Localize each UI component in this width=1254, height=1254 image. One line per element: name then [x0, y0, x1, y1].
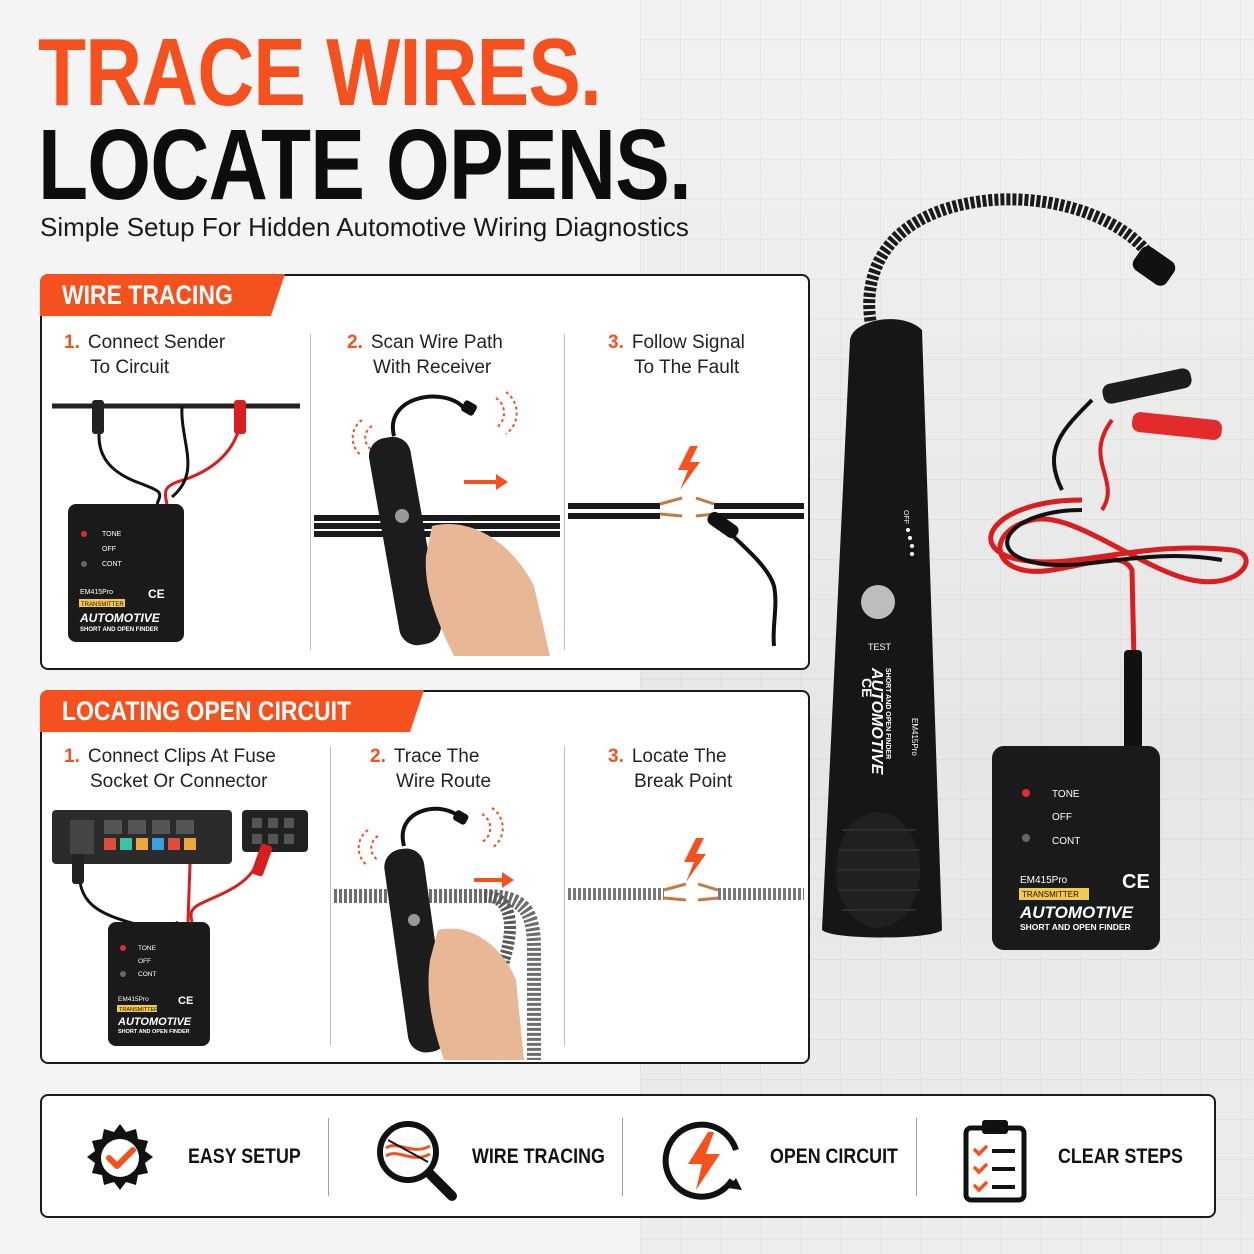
- svg-text:SHORT AND OPEN FINDER: SHORT AND OPEN FINDER: [1020, 922, 1131, 932]
- svg-text:OFF: OFF: [102, 546, 116, 553]
- svg-text:SHORT AND OPEN FINDER: SHORT AND OPEN FINDER: [118, 1029, 190, 1035]
- svg-text:TONE: TONE: [1052, 789, 1080, 800]
- svg-text:TRANSMITTER: TRANSMITTER: [81, 602, 124, 608]
- wire-tracing-tag: WIRE TRACING: [40, 274, 285, 316]
- svg-text:TRANSMITTER: TRANSMITTER: [1022, 890, 1079, 899]
- svg-text:OFF: OFF: [138, 958, 151, 965]
- svg-text:TRANSMITTER: TRANSMITTER: [119, 1007, 158, 1013]
- product-receiver-and-transmitter: TEST OFF CE AUTOMOTIVE SHORT AND OPEN FI…: [822, 193, 1249, 950]
- svg-text:CE: CE: [1122, 871, 1150, 893]
- magnifier-wire-icon: [377, 1121, 457, 1201]
- svg-text:CE: CE: [859, 678, 875, 697]
- svg-text:EM415Pro: EM415Pro: [1020, 875, 1068, 886]
- svg-text:CONT: CONT: [138, 971, 156, 978]
- svg-text:CE: CE: [148, 587, 165, 601]
- svg-text:EM415Pro: EM415Pro: [910, 718, 919, 756]
- open-circuit-step-2: 2.Trace The Wire Route: [370, 746, 492, 792]
- wire-tracing-step-3: 3.Follow Signal To The Fault: [608, 332, 745, 378]
- lightning-circle-icon: [662, 1121, 742, 1200]
- svg-text:TONE: TONE: [102, 531, 122, 538]
- svg-text:OFF: OFF: [902, 510, 909, 524]
- svg-text:EM415Pro: EM415Pro: [118, 996, 149, 1003]
- feature-bar: EASY SETUP WIRE TRACING OPEN CIRCUIT CLE…: [40, 1094, 1216, 1218]
- svg-text:SHORT AND OPEN FINDER: SHORT AND OPEN FINDER: [884, 668, 891, 759]
- svg-text:CONT: CONT: [102, 561, 123, 568]
- svg-text:CE: CE: [178, 995, 193, 1007]
- svg-text:EM415Pro: EM415Pro: [80, 589, 113, 596]
- sender-connected-illustration: TONE OFF CONT EM415Pro TRANSMITTER CE AU…: [52, 400, 300, 642]
- open-circuit-step-1: 1.Connect Clips At Fuse Socket Or Connec…: [64, 746, 276, 792]
- feature-clear-steps: CLEAR STEPS: [960, 1096, 1200, 1216]
- receiver-scanning-illustration: [314, 391, 560, 656]
- open-circuit-tag: LOCATING OPEN CIRCUIT: [40, 690, 424, 732]
- trace-wire-route-illustration: [334, 806, 541, 1060]
- svg-text:AUTOMOTIVE: AUTOMOTIVE: [117, 1016, 192, 1028]
- svg-text:AUTOMOTIVE: AUTOMOTIVE: [868, 667, 885, 776]
- svg-text:TEST: TEST: [868, 642, 892, 652]
- svg-text:OFF: OFF: [1052, 812, 1072, 823]
- subtitle: Simple Setup For Hidden Automotive Wirin…: [40, 212, 689, 242]
- svg-text:AUTOMOTIVE: AUTOMOTIVE: [79, 611, 161, 625]
- break-point-illustration: [568, 838, 804, 902]
- headline-line-1: TRACE WIRES.: [38, 19, 602, 126]
- svg-text:TONE: TONE: [138, 945, 157, 952]
- fault-signal-illustration: [568, 446, 804, 647]
- wire-tracing-panel: WIRE TRACING 1.Connect Sender To Circuit…: [40, 274, 810, 670]
- fuse-box-clip-illustration: TONE OFF CONT EM415Pro TRANSMITTER CE AU…: [52, 810, 308, 1046]
- clipboard-checklist-icon: [963, 1120, 1027, 1203]
- headline-line-2: LOCATE OPENS.: [38, 109, 692, 221]
- svg-text:SHORT AND OPEN FINDER: SHORT AND OPEN FINDER: [80, 627, 159, 633]
- feature-easy-setup: EASY SETUP: [80, 1096, 330, 1216]
- open-circuit-step-3: 3.Locate The Break Point: [608, 746, 733, 792]
- feature-wire-tracing: WIRE TRACING: [372, 1096, 622, 1216]
- open-circuit-panel: LOCATING OPEN CIRCUIT 1.Connect Clips At…: [40, 690, 810, 1064]
- gear-check-icon: [87, 1124, 153, 1190]
- svg-text:CONT: CONT: [1052, 836, 1080, 847]
- feature-open-circuit: OPEN CIRCUIT: [662, 1096, 922, 1216]
- wire-tracing-step-2: 2.Scan Wire Path With Receiver: [347, 332, 503, 378]
- svg-text:AUTOMOTIVE: AUTOMOTIVE: [1019, 903, 1134, 922]
- wire-tracing-step-1: 1.Connect Sender To Circuit: [64, 332, 226, 378]
